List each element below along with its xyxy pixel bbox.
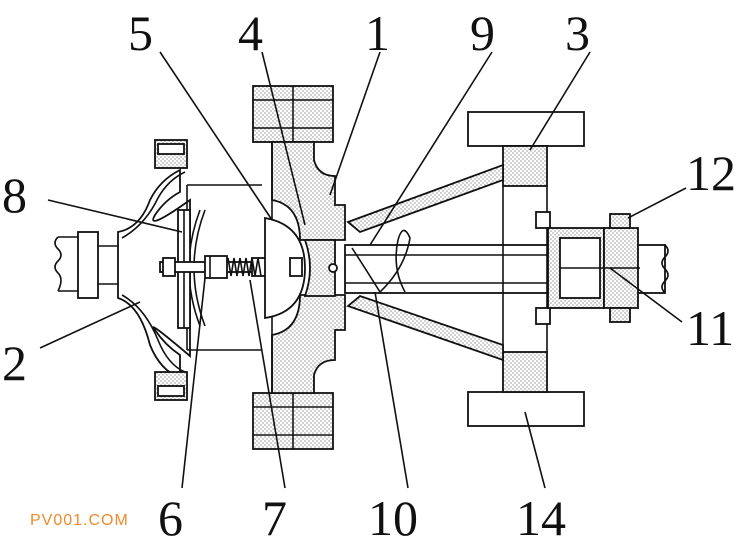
inlet-pipe (54, 236, 78, 292)
diaphragm-housing (117, 139, 191, 401)
spring (227, 257, 262, 277)
label-14: 14 (516, 490, 566, 543)
leader-8 (47, 199, 183, 233)
leader-12 (627, 187, 687, 219)
leader-7 (249, 279, 286, 489)
leader-11 (609, 267, 683, 323)
label-12: 12 (686, 145, 736, 201)
valve-disc (264, 216, 338, 320)
leader-3 (529, 51, 591, 151)
label-6: 6 (158, 490, 183, 543)
leader-6 (181, 277, 206, 489)
leader-4 (261, 51, 306, 226)
inlet-flange (77, 231, 118, 299)
leader-2 (39, 301, 141, 349)
label-10: 10 (368, 490, 418, 543)
label-8: 8 (2, 167, 27, 223)
leader-lines (39, 51, 687, 489)
coupling-nut (535, 211, 640, 325)
label-2: 2 (2, 335, 27, 391)
label-3: 3 (565, 5, 590, 61)
leader-5 (159, 51, 273, 221)
leader-1 (329, 51, 381, 196)
leader-9 (369, 51, 493, 246)
label-9: 9 (470, 5, 495, 61)
label-1: 1 (365, 5, 390, 61)
watermark: PV001.COM (30, 512, 129, 529)
frame (346, 111, 585, 427)
label-4: 4 (238, 5, 263, 61)
leader-14 (524, 411, 546, 489)
part-labels: 5 4 1 9 3 8 2 12 11 6 7 10 14 (2, 5, 736, 543)
label-5: 5 (128, 5, 153, 61)
label-7: 7 (262, 490, 287, 543)
leader-10 (374, 291, 409, 489)
coil-spring (351, 229, 411, 293)
label-11: 11 (686, 300, 734, 356)
